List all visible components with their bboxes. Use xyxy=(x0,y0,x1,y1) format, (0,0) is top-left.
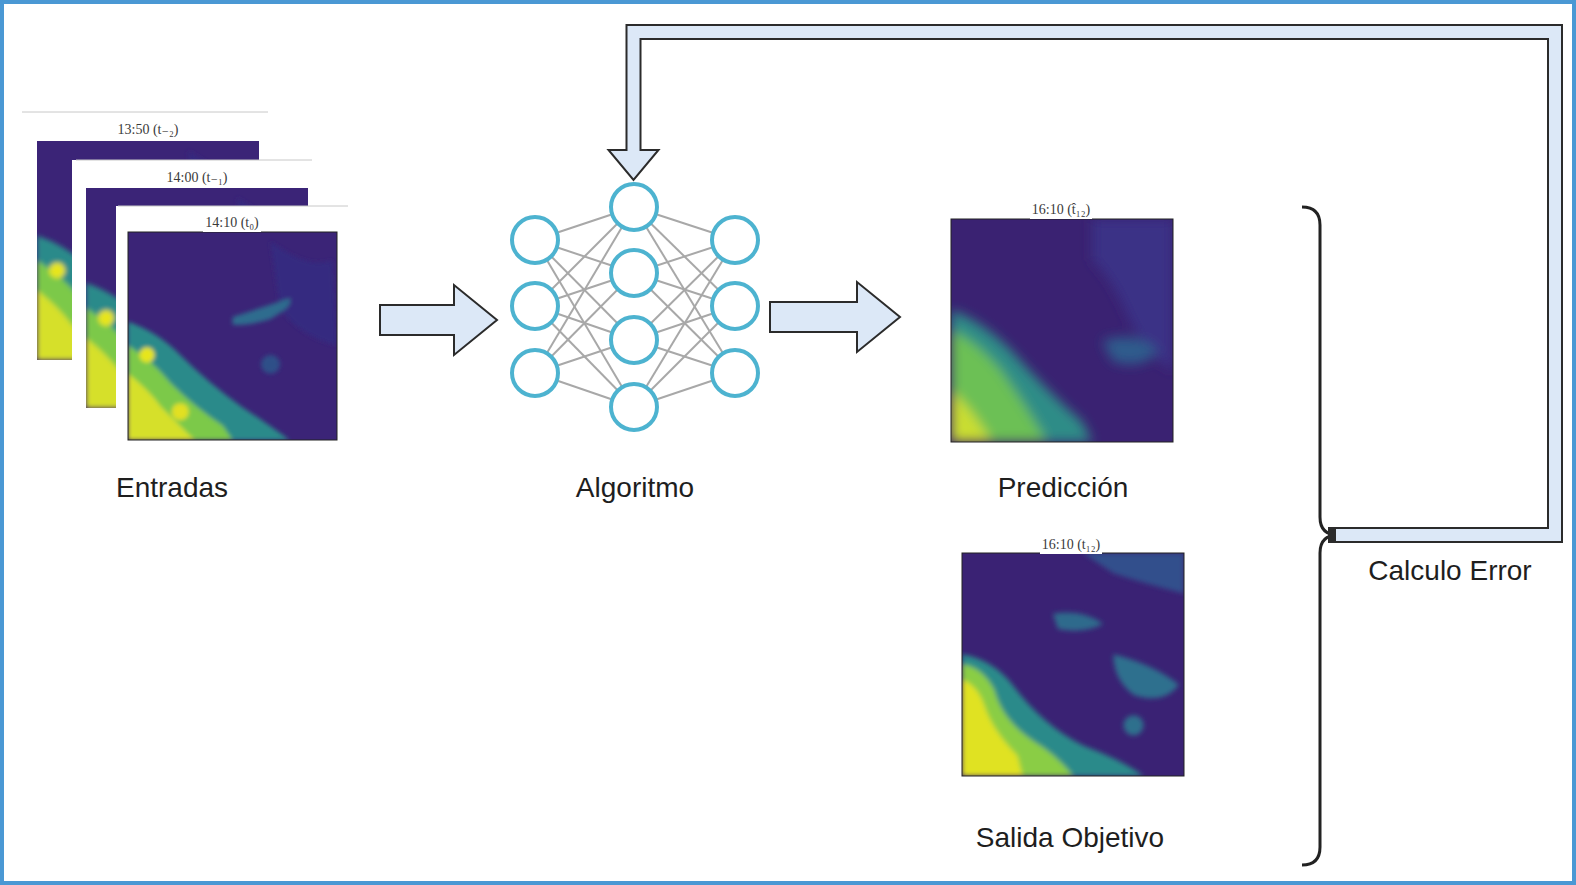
neuron xyxy=(611,384,657,430)
flow-arrow xyxy=(609,32,1556,535)
caption: Entradas xyxy=(116,471,228,505)
prediction-group: 16:10 (t̂₁₂) Predicción xyxy=(900,192,1220,510)
neuron xyxy=(512,350,558,396)
satellite-image xyxy=(128,232,337,440)
neuron xyxy=(611,184,657,230)
caption: Calculo Error xyxy=(1368,554,1531,588)
error-box: Calculo Error xyxy=(1336,528,1558,598)
image-border xyxy=(128,232,337,440)
caption: Predicción xyxy=(998,471,1129,505)
network-neurons xyxy=(512,184,758,430)
neuron xyxy=(611,317,657,363)
network-links xyxy=(535,207,735,407)
card-rule xyxy=(22,112,268,113)
time-label: 13:50 (t₋₂) xyxy=(116,121,181,139)
card-rule xyxy=(118,206,348,207)
time-label: 14:10 (t₀) xyxy=(203,214,260,232)
block-arrow xyxy=(770,282,900,352)
flow-arrow xyxy=(770,282,900,352)
caption: Algoritmo xyxy=(576,471,694,505)
flow-arrow xyxy=(380,285,497,355)
loop-fill xyxy=(634,32,1556,535)
loop-outline xyxy=(634,32,1556,535)
card-ground xyxy=(116,206,350,442)
time-label: 16:10 (t̂₁₂) xyxy=(1030,201,1092,219)
neuron xyxy=(611,250,657,296)
neuron xyxy=(712,283,758,329)
neuron xyxy=(512,217,558,263)
card-rule xyxy=(76,160,312,161)
neuron xyxy=(712,350,758,396)
satellite-image xyxy=(951,219,1173,442)
algorithm-group: Algoritmo xyxy=(497,180,770,510)
caption: Salida Objetivo xyxy=(976,821,1164,855)
neuron xyxy=(512,283,558,329)
arrow-head xyxy=(609,150,659,180)
time-label: 16:10 (t₁₂) xyxy=(1040,536,1102,554)
target-group: 16:10 (t₁₂) Salida Objetivo xyxy=(930,528,1220,863)
input-group: 13:50 (t₋₂) 14:00 (t₋₁) 14:10 (t₀) Entradas xyxy=(20,100,380,510)
satellite-image xyxy=(962,553,1184,776)
block-arrow xyxy=(380,285,497,355)
neuron xyxy=(712,217,758,263)
image-border xyxy=(962,553,1184,776)
input-stack xyxy=(22,112,350,442)
time-label: 14:00 (t₋₁) xyxy=(165,169,230,187)
image-border xyxy=(951,219,1173,442)
